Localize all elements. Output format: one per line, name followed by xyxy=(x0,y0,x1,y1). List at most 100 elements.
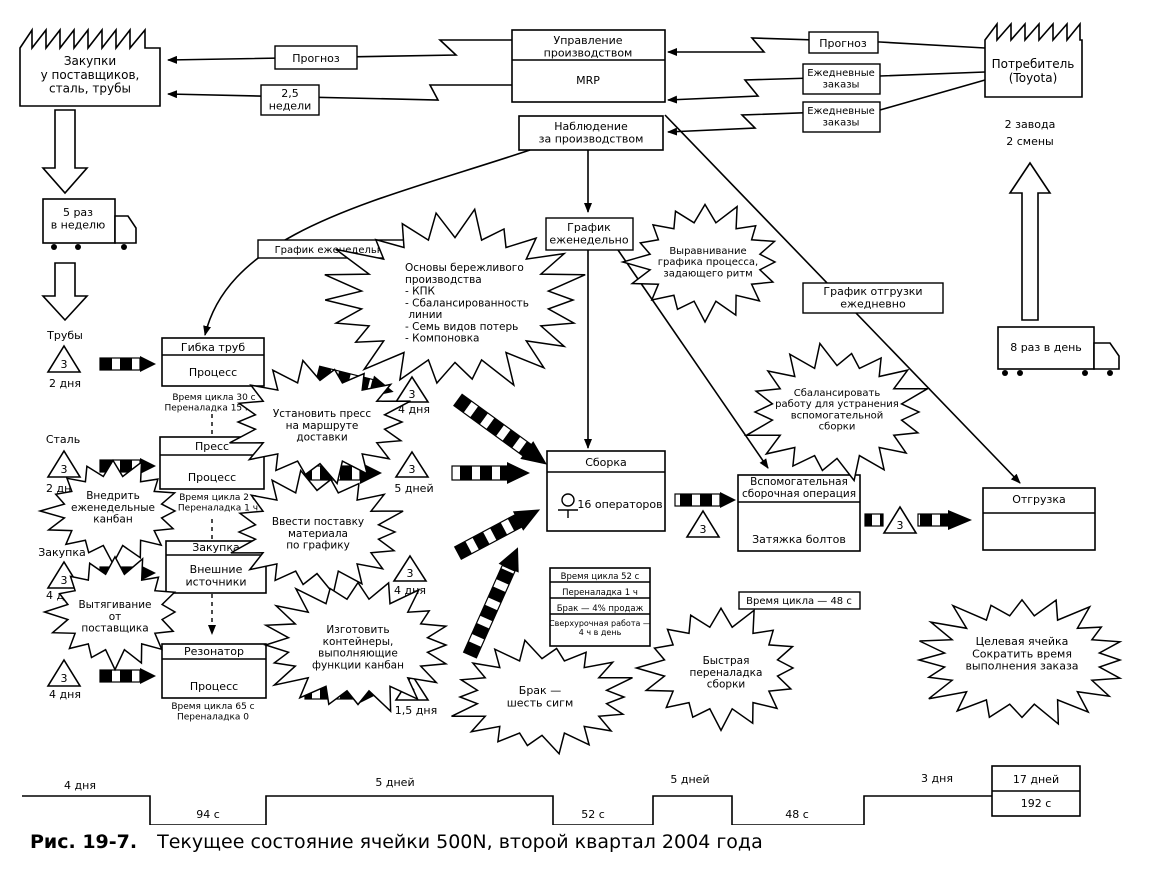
process-name: Пресс xyxy=(195,440,229,453)
forecast-label-left: Прогноз xyxy=(292,52,340,65)
customer-factory: Потребитель(Toyota) 2 завода 2 смены xyxy=(984,21,1083,148)
kaizen-burst-shape xyxy=(743,341,931,483)
total-lead-time: 17 дней xyxy=(1013,773,1059,786)
push-arrow xyxy=(99,356,156,372)
inventory-before-shipping: 3 xyxy=(882,505,918,534)
inventory-resonator-days: 4 дня xyxy=(49,688,81,701)
timeline-processing: 52 с xyxy=(581,808,605,821)
aux-cycle-time: Время цикла — 48 с xyxy=(738,591,861,610)
inventory-after-bending-days: 4 дня xyxy=(398,403,430,416)
push-arrow xyxy=(864,510,972,530)
kaizen-burst-shape xyxy=(916,598,1123,726)
inventory-pipes-label: Трубы xyxy=(46,329,83,342)
timeline-processing: 94 с xyxy=(196,808,220,821)
inventory-pipes-days: 2 дня xyxy=(49,377,81,390)
process-name: Гибка труб xyxy=(181,341,245,354)
inventory-mark: 3 xyxy=(700,523,707,536)
assembly-data-box: Время цикла 52 с Переналадка 1 ч Брак — … xyxy=(549,567,651,647)
process-body: Процесс xyxy=(189,366,237,379)
timeline-wait: 5 дней xyxy=(670,773,709,786)
mrp-label: MRP xyxy=(576,74,600,87)
shipment-arrow-truck-to-inventory xyxy=(41,262,89,322)
inventory-mark: 3 xyxy=(61,574,68,587)
inventory-after-press: 3 5 дней xyxy=(394,450,434,495)
inventory-mark: 3 xyxy=(61,463,68,476)
process-name: Резонатор xyxy=(184,645,244,658)
push-arrow xyxy=(674,492,736,508)
inventory-purchase-label: Закупка xyxy=(38,546,86,559)
kaizen-burst-shape xyxy=(633,606,795,733)
customer-title: Потребитель(Toyota) xyxy=(992,57,1075,85)
push-arrow xyxy=(453,393,547,465)
figure-caption: Рис. 19-7.Текущее состояние ячейки 500N,… xyxy=(30,831,763,853)
operators-count: 16 операторов xyxy=(577,498,662,511)
customer-plants: 2 завода xyxy=(1005,118,1056,131)
push-arrow xyxy=(453,509,541,560)
process-body: Процесс xyxy=(190,680,238,693)
outbound-truck-label: 8 раз в день xyxy=(1010,341,1082,354)
inventory-pipes: Трубы 3 2 дня xyxy=(46,329,83,390)
figure-label: Рис. 19-7. xyxy=(30,831,138,853)
process-name: Сборка xyxy=(585,456,627,469)
inventory-mark: 3 xyxy=(897,519,904,532)
inventory-after-resonator-days: 1,5 дня xyxy=(395,704,437,717)
process-name: Отгрузка xyxy=(1012,493,1066,506)
shipment-arrow-to-customer xyxy=(1008,161,1052,321)
process-assembly: Сборка 16 операторов xyxy=(546,450,666,532)
assembly-data-row: Брак — 4% продаж xyxy=(557,604,644,614)
inventory-steel-label: Сталь xyxy=(46,433,80,446)
push-arrow xyxy=(99,668,156,684)
inventory-mark: 3 xyxy=(407,567,414,580)
inventory-mark: 3 xyxy=(409,388,416,401)
timeline-wait: 5 дней xyxy=(375,776,414,789)
push-arrow xyxy=(462,547,519,659)
kaizen-burst-shape xyxy=(230,468,404,596)
forecast-label-right: Прогноз xyxy=(819,37,867,50)
inventory-after-purchase: 3 4 дня xyxy=(392,554,428,597)
push-arrow xyxy=(451,462,530,484)
process-body: Процесс xyxy=(188,471,236,484)
info-flow-forecast-from-customer: Прогноз xyxy=(667,31,986,56)
info-flow-forecast-to-supplier: Прогноз xyxy=(167,39,512,70)
inventory-after-bending: 3 4 дня xyxy=(394,375,430,416)
inventory-resonator: 3 4 дня xyxy=(46,658,82,701)
kaizen-burst-shape xyxy=(37,458,177,566)
kaizen-burst-shape xyxy=(42,555,177,672)
assembly-data-row: Время цикла 52 с xyxy=(561,572,640,582)
inventory-after-press-days: 5 дней xyxy=(394,482,433,495)
weekly-schedule-text-1: График еженедельно xyxy=(275,245,390,256)
